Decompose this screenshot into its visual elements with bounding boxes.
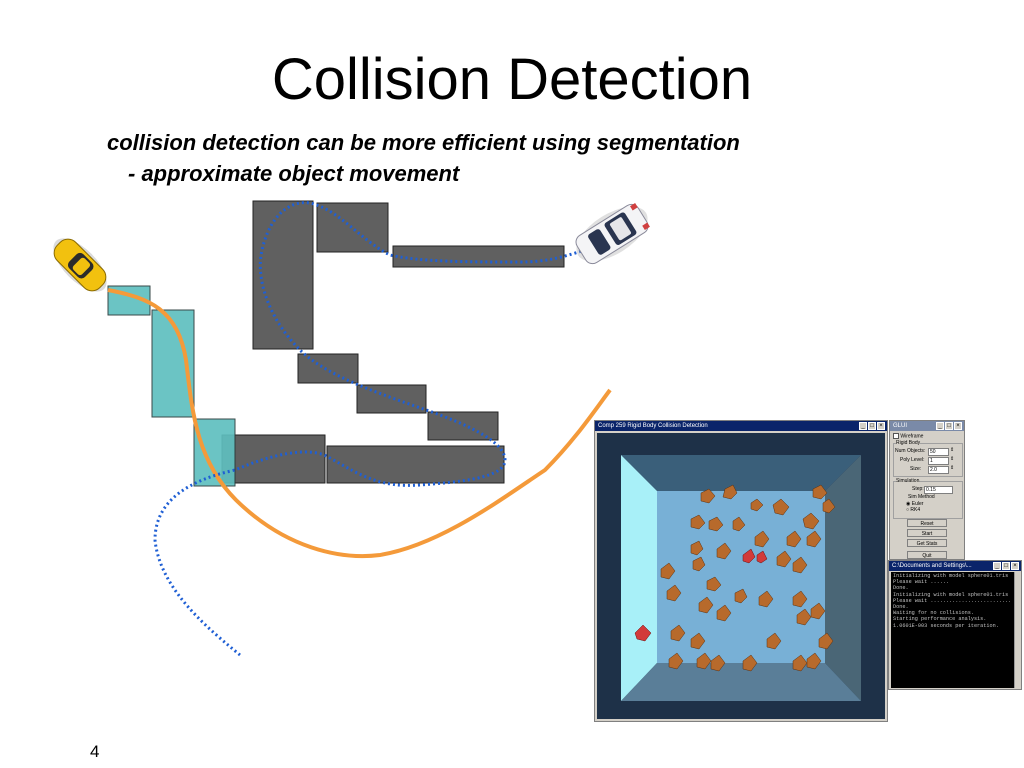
console-title: C:\Documents and Settings\...	[892, 563, 972, 569]
num-objects-label: Num Objects:	[895, 448, 926, 454]
console-line: Initializing with model sphere01.tris	[893, 591, 1009, 598]
maximize-icon[interactable]: □	[945, 422, 953, 430]
euler-radio[interactable]: ◉	[906, 501, 911, 507]
console-line: Done.	[893, 604, 909, 611]
control-panel-titlebar[interactable]: GLUI _□×	[890, 421, 964, 431]
size-label: Size:	[910, 466, 922, 472]
console-line: Initializing with model sphere01.tris	[893, 573, 1009, 579]
rigid-body-group	[893, 443, 963, 477]
blue-dotted-trajectory	[153, 201, 586, 657]
num-objects-input[interactable]: 50	[928, 448, 949, 456]
sim-method-label: Sim Method	[908, 494, 935, 500]
collision-box-scene	[621, 455, 861, 701]
reset-button[interactable]: Reset	[907, 519, 947, 527]
gray-segment-boxes	[221, 200, 565, 484]
teal-segment-boxes	[107, 285, 236, 487]
slide-subtitle: collision detection can be more efficien…	[107, 130, 740, 155]
console-line: Waiting for no collisions.	[893, 610, 974, 617]
simulation-label: Simulation	[896, 478, 920, 484]
close-icon[interactable]: ×	[954, 422, 962, 430]
wireframe-checkbox[interactable]	[893, 433, 899, 439]
control-panel-window: GLUI _□× Wireframe Rigid Body Num Object…	[889, 420, 965, 560]
page-number: 4	[90, 742, 100, 761]
console-output[interactable]: Initializing with model sphere01.tris Pl…	[891, 572, 1015, 688]
console-line: Done.	[893, 585, 909, 592]
console-line: Please wait ..........................	[893, 597, 1012, 604]
orange-trajectory	[107, 288, 612, 559]
yellow-car-icon	[53, 238, 107, 292]
console-line: Please wait ......	[893, 579, 950, 586]
console-window: C:\Documents and Settings\... _□× Initia…	[888, 560, 1022, 690]
bullet-point: - approximate object movement	[128, 161, 460, 186]
simulation-window-title: Comp 259 Rigid Body Collision Detection	[598, 423, 708, 429]
minimize-icon[interactable]: _	[936, 422, 944, 430]
console-line: Starting performance analysis.	[893, 616, 987, 623]
close-icon[interactable]: ×	[877, 422, 885, 430]
simulation-window-titlebar[interactable]: Comp 259 Rigid Body Collision Detection …	[595, 421, 887, 431]
polyhedra-objects	[634, 484, 836, 672]
slide-title: Collision Detection	[271, 47, 753, 112]
control-panel-title: GLUI	[893, 423, 908, 429]
num-objects-spinner-icon[interactable]: ⇕	[950, 447, 955, 453]
minimize-icon[interactable]: _	[993, 562, 1001, 570]
maximize-icon[interactable]: □	[1002, 562, 1010, 570]
silver-car-icon	[575, 203, 650, 265]
console-titlebar[interactable]: C:\Documents and Settings\... _□×	[889, 561, 1021, 571]
step-input[interactable]: 0.15	[924, 486, 953, 494]
rk4-radio[interactable]: ○	[906, 507, 910, 513]
euler-label: Euler	[911, 501, 924, 507]
start-button[interactable]: Start	[907, 529, 947, 537]
poly-level-input[interactable]: 1	[928, 457, 949, 465]
close-icon[interactable]: ×	[1011, 562, 1019, 570]
poly-level-label: Poly Level:	[900, 457, 925, 463]
poly-level-spinner-icon[interactable]: ⇕	[950, 456, 955, 462]
maximize-icon[interactable]: □	[868, 422, 876, 430]
wireframe-label: Wireframe	[900, 433, 924, 440]
rigid-body-label: Rigid Body	[896, 440, 921, 446]
get-stats-button[interactable]: Get Stats	[907, 539, 947, 547]
size-input[interactable]: 2.0	[928, 466, 949, 474]
step-label: Step:	[912, 486, 924, 492]
simulation-group	[893, 481, 963, 519]
quit-button[interactable]: Quit	[907, 551, 947, 559]
simulation-viewport[interactable]	[597, 433, 885, 719]
minimize-icon[interactable]: _	[859, 422, 867, 430]
size-spinner-icon[interactable]: ⇕	[950, 465, 955, 471]
console-line: 1.0601E-003 seconds per iteration.	[893, 622, 999, 629]
rk4-label: RK4	[910, 507, 921, 513]
simulation-window: Comp 259 Rigid Body Collision Detection …	[594, 420, 888, 722]
console-scrollbar[interactable]	[1014, 572, 1020, 688]
